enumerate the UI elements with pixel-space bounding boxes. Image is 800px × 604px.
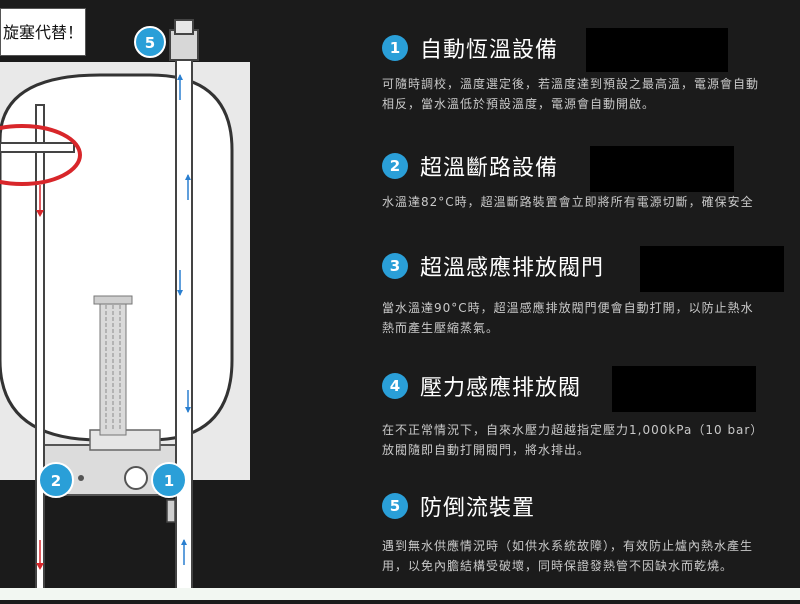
feature-description: 在不正常情況下，自來水壓力超越指定壓力1,000kPa（10 bar） 放閥隨即… [382,420,800,460]
feature-title: 超溫斷路設備 [420,156,559,181]
thermostat-knob [124,466,148,490]
description-line: 在不正常情況下，自來水壓力超越指定壓力1,000kPa（10 bar） [382,423,764,437]
annotation-note: 旋塞代替！ [0,8,86,56]
highlight-circle [0,124,82,186]
description-line: 相反，當水溫低於預設溫度，電源會自動開啟。 [382,97,656,111]
callout-label-2: 2 [51,472,61,490]
description-line: 熱而產生壓縮蒸氣。 [382,321,500,335]
feature-title: 自動恆溫設備 [420,38,559,63]
feature-number-badge: 5 [382,493,408,519]
feature-title: 防倒流裝置 [420,496,536,521]
feature-list: 1 自動恆溫設備 可隨時調校，溫度選定後，若溫度達到預設之最高溫，電源會自動 相… [382,0,800,590]
callout-badge-2: 2 [38,462,74,498]
feature-description: 可隨時調校，溫度選定後，若溫度達到預設之最高溫，電源會自動 相反，當水溫低於預設… [382,74,800,114]
redaction-block [590,146,734,192]
callout-badge-1: 1 [151,462,187,498]
description-line: 放閥隨即自動打開閥門，將水排出。 [382,443,591,457]
feature-header: 2 超溫斷路設備 [382,146,800,186]
description-line: 當水溫達90°C時，超溫感應排放閥門便會自動打開，以防止熱水 [382,301,754,315]
feature-description: 當水溫達90°C時，超溫感應排放閥門便會自動打開，以防止熱水 熱而產生壓縮蒸氣。 [382,298,800,338]
heater-illustration: 5 2 1 [0,19,250,604]
water-heater-diagram: 5 2 1 旋塞代替！ [0,0,350,604]
feature-description: 遇到無水供應情況時（如供水系統故障），有效防止爐內熱水產生 用，以免內膽結構受破… [382,536,800,576]
callout-label-5: 5 [145,34,155,52]
feature-item-2: 2 超溫斷路設備 水溫達82°C時，超溫斷路裝置會立即將所有電源切斷，確保安全 [382,146,800,212]
feature-number-badge: 3 [382,253,408,279]
redaction-block [640,246,784,292]
feature-item-4: 4 壓力感應排放閥 在不正常情況下，自來水壓力超越指定壓力1,000kPa（10… [382,366,800,460]
bottom-strip [0,588,800,600]
callout-badge-5: 5 [134,26,166,58]
indicator-dot [78,475,84,481]
redaction-block [586,28,728,72]
feature-number-badge: 1 [382,35,408,61]
description-line: 可隨時調校，溫度選定後，若溫度達到預設之最高溫，電源會自動 [382,77,760,91]
feature-number-badge: 2 [382,153,408,179]
feature-title: 超溫感應排放閥門 [420,256,605,281]
description-line: 遇到無水供應情況時（如供水系統故障），有效防止爐內熱水產生 [382,539,754,553]
heating-element [93,295,133,436]
feature-header: 1 自動恆溫設備 [382,28,800,68]
feature-number-badge: 4 [382,373,408,399]
feature-header: 4 壓力感應排放閥 [382,366,800,406]
callout-label-1: 1 [164,472,174,490]
redaction-block [612,366,756,412]
feature-item-3: 3 超溫感應排放閥門 當水溫達90°C時，超溫感應排放閥門便會自動打開，以防止熱… [382,246,800,338]
description-line: 水溫達82°C時，超溫斷路裝置會立即將所有電源切斷，確保安全 [382,195,754,209]
feature-header: 3 超溫感應排放閥門 [382,246,800,286]
feature-item-5: 5 防倒流裝置 遇到無水供應情況時（如供水系統故障），有效防止爐內熱水產生 用，… [382,486,800,576]
feature-title: 壓力感應排放閥 [420,376,582,401]
feature-description: 水溫達82°C時，超溫斷路裝置會立即將所有電源切斷，確保安全 [382,192,800,212]
feature-item-1: 1 自動恆溫設備 可隨時調校，溫度選定後，若溫度達到預設之最高溫，電源會自動 相… [382,28,800,114]
feature-header: 5 防倒流裝置 [382,486,800,526]
description-line: 用，以免內膽結構受破壞，同時保證發熱管不因缺水而乾燒。 [382,559,734,573]
